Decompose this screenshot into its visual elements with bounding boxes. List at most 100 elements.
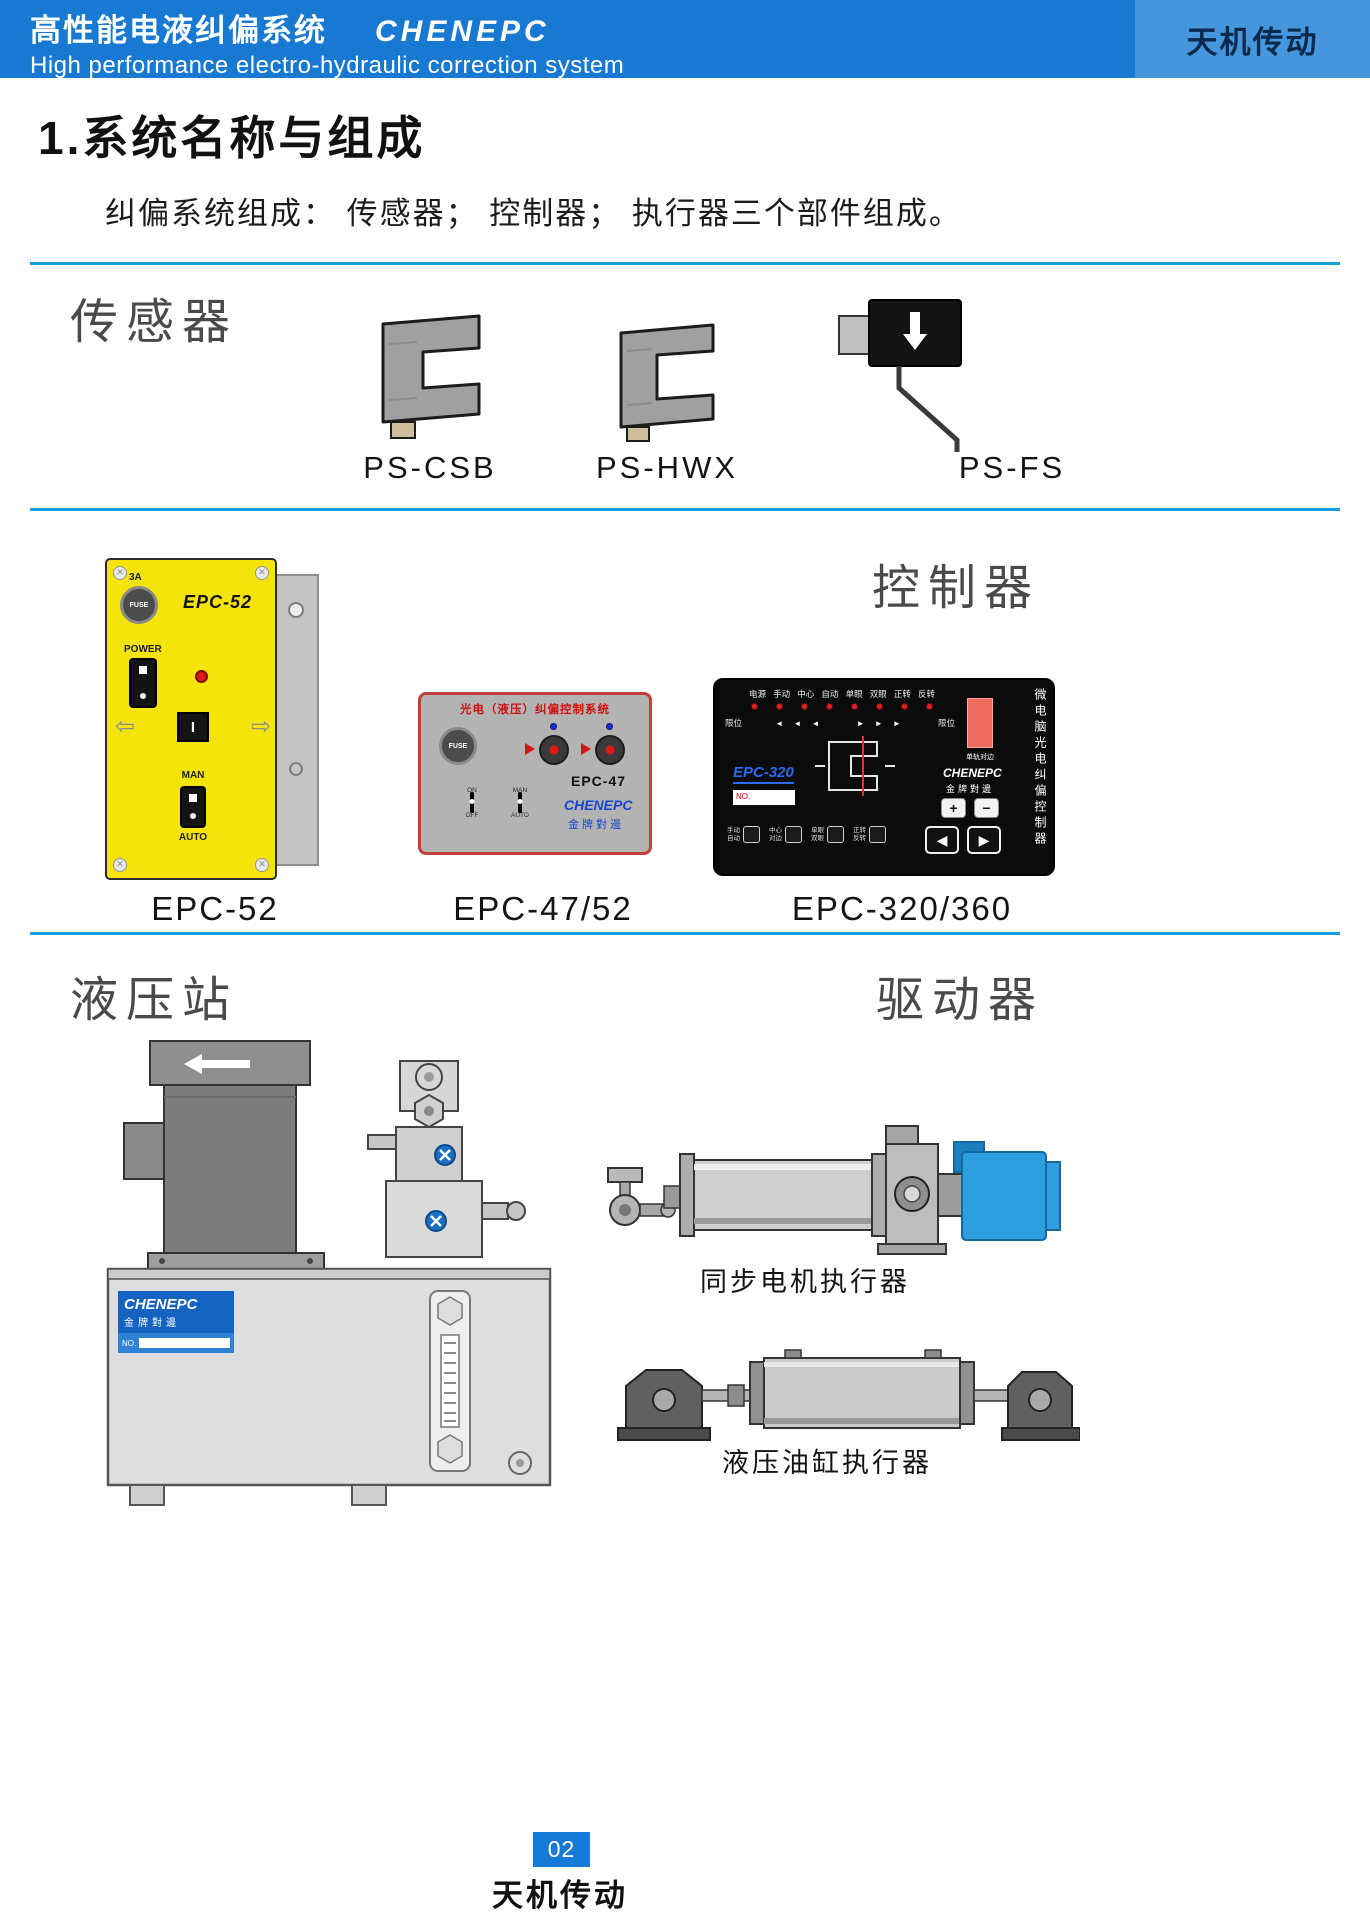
function-button: 单眼双眼 — [811, 826, 844, 843]
led-indicator-icon — [550, 723, 557, 730]
brand-tagline: 金牌對邊 — [568, 819, 624, 831]
red-indicator-panel — [967, 698, 993, 748]
cylinder — [663, 1153, 887, 1237]
button-label: 自动 — [727, 834, 740, 842]
controller-caption: EPC-52 — [151, 890, 279, 927]
left-mount — [617, 1369, 711, 1441]
serial-number-label: NO. — [122, 1338, 137, 1348]
button-key-icon — [827, 826, 844, 843]
led-label: 手动 — [773, 689, 791, 699]
button-label: 手动 — [727, 826, 740, 834]
epc47-model-label: EPC-47 — [571, 773, 627, 789]
header-right-brand: 天机传动 — [1135, 0, 1370, 78]
hydraulic-zone-label: 液压站 — [70, 974, 239, 1027]
fork-sensor-ps-csb-image — [381, 314, 481, 439]
drivers-zone-label: 驱动器 — [876, 974, 1045, 1027]
led-label: 正转 — [893, 689, 911, 699]
screw-icon — [255, 858, 269, 872]
limit-left-label: 限位 — [725, 718, 743, 728]
fuse-holder: FUSE — [439, 727, 477, 765]
button-label: 正转 — [853, 826, 866, 834]
led-label: 反转 — [917, 689, 935, 699]
button-label: 中心 — [769, 826, 782, 834]
hydraulic-cylinder-image — [617, 1349, 1080, 1441]
sensor-model-label: PS-FS — [958, 450, 1066, 485]
screw-icon — [113, 858, 127, 872]
minus-button: − — [974, 798, 999, 818]
adjust-knob — [539, 735, 569, 765]
screw-icon — [113, 566, 127, 580]
header-brand-logo: CHENEPC — [375, 15, 550, 48]
man-auto-switch — [180, 786, 206, 828]
valve-assembly — [367, 1060, 526, 1258]
right-arrow-button: ▶ — [967, 826, 1001, 854]
switch-bottom-label: OFF — [465, 812, 479, 819]
function-button: 正转反转 — [853, 826, 886, 843]
plate-hole-icon — [289, 762, 303, 776]
limit-row: 限位 ◄ ◄ ◄ ► ► ► 限位 — [725, 717, 955, 729]
led-indicator-icon — [901, 703, 908, 710]
button-label: 对边 — [769, 834, 782, 842]
power-switch — [129, 658, 157, 708]
sensor-model-label: PS-HWX — [596, 450, 738, 485]
header: 高性能电液纠偏系统 CHENEPC High performance elect… — [0, 0, 1370, 79]
section-heading: 1.系统名称与组成 — [38, 112, 426, 164]
controllers-zone-label: 控制器 — [872, 562, 1041, 615]
led-indicator-icon — [851, 703, 858, 710]
brand-logo: CHENEPC — [124, 1296, 198, 1313]
epc52-controller-image: 3A FUSE EPC-52 POWER ⇦ I ⇨ MAN AUTO — [105, 558, 321, 884]
led-label: 双眼 — [869, 689, 887, 699]
power-led-icon — [195, 670, 208, 683]
toggle-bar — [470, 792, 474, 813]
right-arrow-icon: ⇨ — [250, 713, 271, 740]
serial-number-box — [139, 1338, 230, 1348]
button-key-icon — [743, 826, 760, 843]
header-title-cn: 高性能电液纠偏系统 — [30, 13, 327, 48]
mounting-plate — [273, 574, 319, 866]
led-indicator-icon — [751, 703, 758, 710]
brand-logo: CHENEPC — [943, 766, 1002, 780]
led-label: 中心 — [797, 689, 815, 699]
motor-actuator-image — [607, 1125, 1061, 1255]
epc320-controller-image: 电源 手动 中心 自动 单眼 双眼 正转 反转 限位 ◄ ◄ ◄ ► ► ► 限… — [713, 678, 1055, 876]
motor — [123, 1040, 325, 1270]
sensor-fork-icon — [815, 736, 895, 796]
led-indicator-icon — [826, 703, 833, 710]
switch-bottom-label: AUTO — [511, 812, 529, 819]
epc320-model-label: EPC-320 — [733, 764, 794, 784]
man-auto-switch: MAN AUTO — [487, 787, 553, 819]
function-button-row: 手动自动 中心对边 单眼双眼 正转反转 — [727, 826, 886, 843]
button-label: 反转 — [853, 834, 866, 842]
fork-sensor-ps-hwx-image — [619, 323, 715, 442]
sensors-zone-label: 传感器 — [70, 296, 239, 349]
header-line1: 高性能电液纠偏系统 CHENEPC — [30, 5, 624, 50]
led-label: 自动 — [821, 689, 839, 699]
auto-label: AUTO — [178, 832, 208, 843]
slider-label: 单轨对边 — [966, 754, 994, 761]
led-indicator-icon — [926, 703, 933, 710]
controller-caption: EPC-47/52 — [453, 890, 633, 927]
left-arrows-icon: ◄ ◄ ◄ — [775, 718, 824, 728]
actuator-caption: 同步电机执行器 — [700, 1267, 910, 1297]
led-label: 电源 — [749, 689, 767, 699]
limit-right-label: 限位 — [937, 718, 955, 728]
divider-line — [30, 262, 1340, 265]
page-number-badge: 02 — [533, 1832, 590, 1867]
led-label: 单眼 — [845, 689, 863, 699]
led-labels-row: 电源 手动 中心 自动 单眼 双眼 正转 反转 — [749, 688, 935, 700]
function-button: 中心对边 — [769, 826, 802, 843]
brand-logo: CHENEPC — [564, 797, 633, 813]
left-arrow-icon: ⇦ — [115, 713, 136, 740]
footer-brand: 天机传动 — [492, 1878, 628, 1913]
plus-button: + — [941, 798, 966, 818]
adjust-knob — [595, 735, 625, 765]
led-indicator-icon — [801, 703, 808, 710]
led-indicator-icon — [776, 703, 783, 710]
sensor-ps-fs-image — [838, 299, 962, 452]
divider-line — [30, 932, 1340, 935]
button-label: 单眼 — [811, 826, 824, 834]
button-key-icon — [785, 826, 802, 843]
header-subtitle-en: High performance electro-hydraulic corre… — [30, 52, 625, 79]
side-vertical-label: 微电脑光电纠偏控制器 — [1033, 688, 1047, 848]
